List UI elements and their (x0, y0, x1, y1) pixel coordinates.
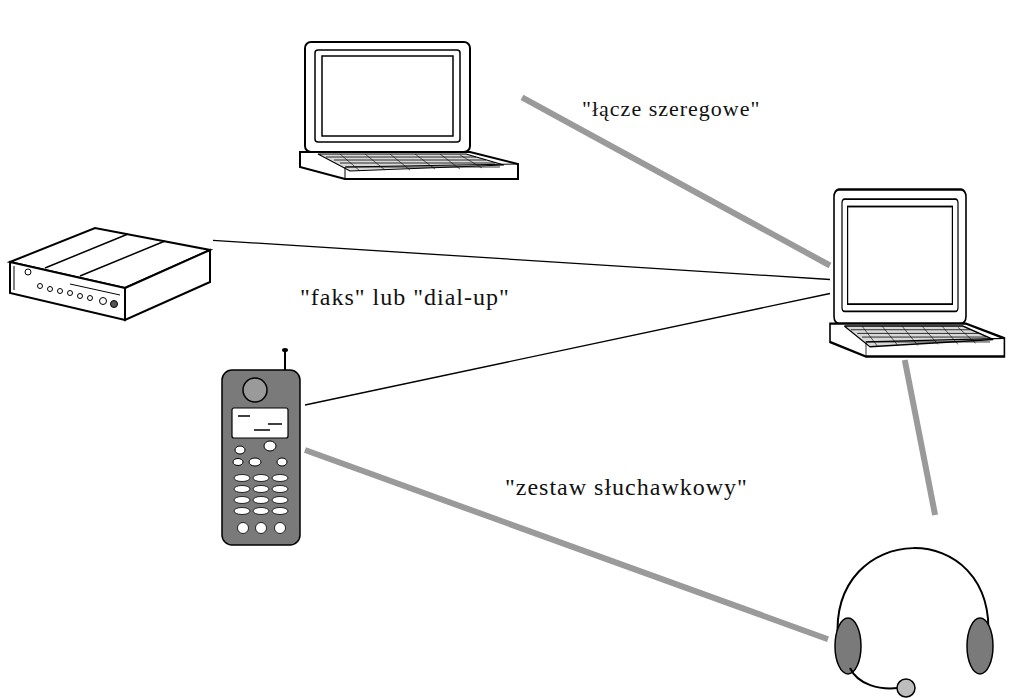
connection-line (905, 360, 935, 515)
laptop-node (830, 185, 1008, 360)
modem-node (8, 228, 213, 323)
headset-illustration (835, 548, 993, 697)
connection-label: "zestaw słuchawkowy" (505, 474, 748, 501)
headset-node (828, 515, 998, 695)
connection-line (522, 97, 830, 265)
connection-line (305, 294, 830, 406)
connection-label: "faks" lub "dial-up" (300, 284, 510, 311)
mobile-phone-illustration (222, 348, 300, 545)
modem-illustration (10, 228, 210, 320)
connection-line (213, 240, 830, 279)
connection-label: "łącze szeregowe" (582, 96, 760, 122)
mobile-phone-node (215, 345, 305, 545)
laptop-node (300, 40, 522, 180)
laptop-illustration (300, 42, 518, 179)
laptop-illustration (830, 189, 1004, 356)
connection-line (305, 450, 828, 639)
